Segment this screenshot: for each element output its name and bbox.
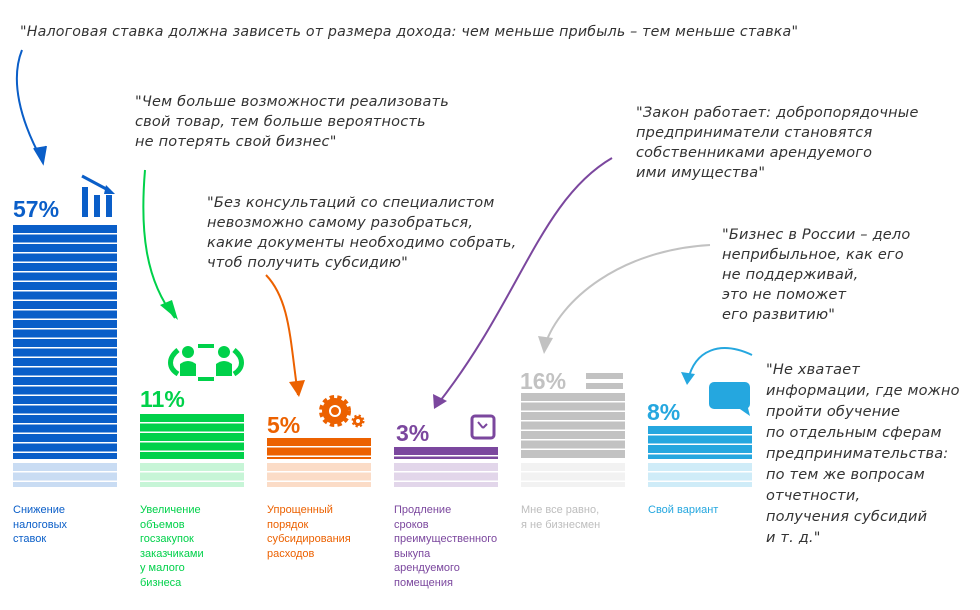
- bar-own-option: [648, 426, 752, 459]
- bar-reflection: [394, 463, 498, 487]
- bar-procurement: [140, 414, 244, 459]
- value-label: 8%: [647, 399, 681, 425]
- bar-indifferent: [521, 393, 625, 459]
- category-label: Продление сроков преимущественного выкуп…: [394, 504, 498, 589]
- bar-reflection: [267, 463, 371, 487]
- people-talk-icon: [168, 344, 244, 381]
- quote-business-russia: "Бизнес в России – дело неприбыльное, ка…: [722, 227, 911, 323]
- bar-subsidy: [267, 438, 371, 459]
- bar-reflection: [140, 463, 244, 487]
- cyan-arrow: [687, 347, 753, 381]
- category-label: Увеличение объемов госзакупок заказчикам…: [140, 504, 204, 589]
- category-label: Свой вариант: [648, 504, 719, 516]
- quote-consulting: "Без консультаций со специалистом невозм…: [207, 195, 517, 271]
- category-label: Мне все равно, я не бизнесмен: [521, 504, 601, 531]
- category-label: Снижение налоговых ставок: [13, 504, 67, 545]
- chart-down-icon: [81, 174, 115, 217]
- bar-reflection: [13, 463, 117, 487]
- value-label: 11%: [140, 386, 185, 412]
- list-icon: [586, 373, 623, 389]
- gray-arrow: [544, 244, 711, 346]
- green-arrow: [142, 169, 176, 319]
- clock-icon: [470, 414, 496, 440]
- category-label: Упрощенный порядок субсидирования расход…: [267, 504, 351, 560]
- bar-reflection: [648, 463, 752, 487]
- value-label: 5%: [267, 412, 301, 438]
- quote-law-works: "Закон работает: добропорядочные предпри…: [636, 105, 919, 181]
- gears-icon: [319, 395, 365, 428]
- bar-tax-rate: [13, 225, 117, 459]
- value-label: 57%: [13, 196, 60, 222]
- quote-sales: "Чем больше возможности реализовать свой…: [135, 94, 450, 150]
- purple-arrow: [436, 157, 613, 406]
- value-label: 3%: [396, 420, 430, 446]
- speech-bubble-icon: [709, 382, 750, 416]
- quote-tax-rate: "Налоговая ставка должна зависеть от раз…: [20, 24, 799, 40]
- value-label: 16%: [520, 368, 567, 394]
- blue-arrow: [15, 49, 43, 161]
- quote-information: "Не хватает информации, где можно пройти…: [766, 362, 960, 546]
- orange-arrow: [265, 274, 299, 396]
- bar-reflection: [521, 463, 625, 487]
- bar-lease: [394, 447, 498, 459]
